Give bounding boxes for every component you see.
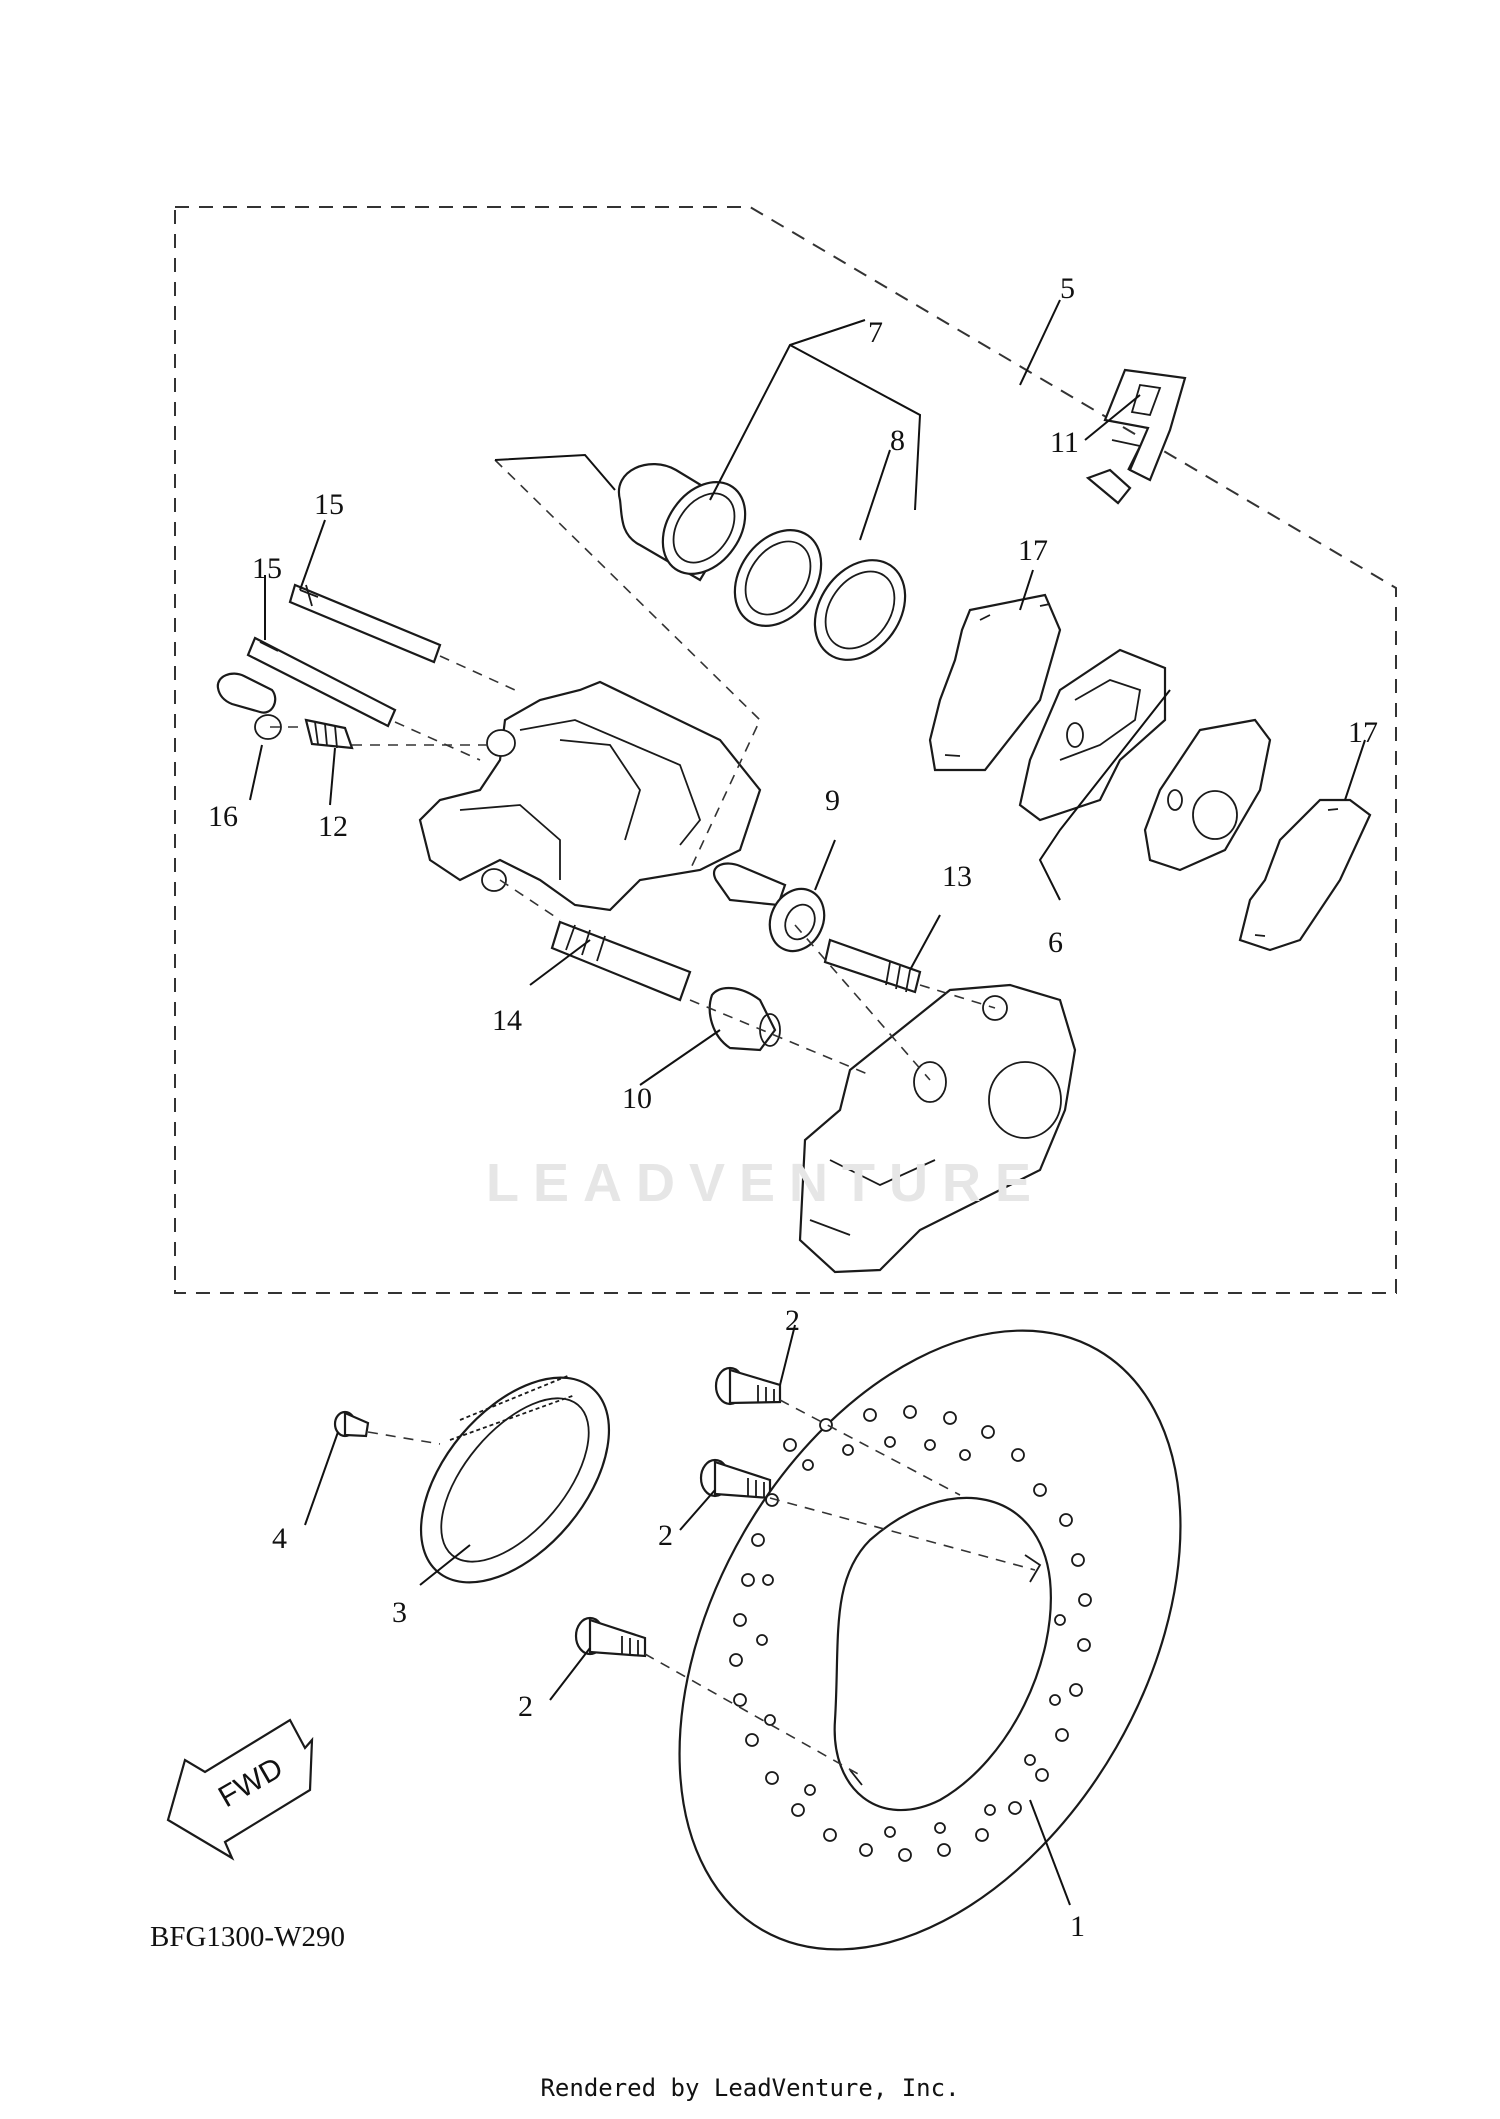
callout-17-left: 17 <box>1018 534 1048 567</box>
callout-8: 8 <box>890 424 905 457</box>
callout-2-middle: 2 <box>658 1519 673 1552</box>
part-piston[interactable] <box>617 463 762 589</box>
callout-9: 9 <box>825 784 840 817</box>
part-bolt-top[interactable] <box>714 1366 782 1406</box>
callout-3: 3 <box>392 1596 407 1629</box>
footer-credit: Rendered by LeadVenture, Inc. <box>540 2074 960 2102</box>
part-pin-short[interactable] <box>246 636 397 728</box>
callouts: 5 7 8 11 17 17 15 15 9 13 16 12 6 14 10 … <box>208 272 1378 1943</box>
part-bleed-screw[interactable] <box>304 718 354 750</box>
callout-4: 4 <box>272 1522 287 1555</box>
callout-16: 16 <box>208 800 238 833</box>
callout-13: 13 <box>942 860 972 893</box>
part-screw[interactable] <box>333 1410 370 1438</box>
callout-5: 5 <box>1060 272 1075 305</box>
callout-15-top: 15 <box>314 488 344 521</box>
part-bolt-middle[interactable] <box>699 1458 772 1500</box>
callout-10: 10 <box>622 1082 652 1115</box>
part-pin-long[interactable] <box>288 583 442 664</box>
callout-2-lower: 2 <box>518 1690 533 1723</box>
part-pad-support[interactable] <box>1085 368 1187 505</box>
callout-15-lower: 15 <box>252 552 282 585</box>
callout-7: 7 <box>868 316 883 349</box>
alignment-lines <box>270 459 1036 1776</box>
diagram-reference-code: BFG1300-W290 <box>150 1921 345 1953</box>
part-pad-shim-left[interactable] <box>928 593 1062 772</box>
part-slide-pin[interactable] <box>550 920 692 1002</box>
callout-2-top: 2 <box>785 1304 800 1337</box>
part-seal-kit[interactable] <box>717 514 924 678</box>
part-caliper-bracket[interactable] <box>798 983 1077 1274</box>
watermark-text: LEADVENTURE <box>486 1153 1046 1213</box>
callout-12: 12 <box>318 810 348 843</box>
part-caliper-body[interactable] <box>418 680 762 912</box>
part-boot-10[interactable] <box>708 987 781 1052</box>
part-brake-disc[interactable] <box>576 1242 1283 2037</box>
part-slide-pin-13[interactable] <box>823 938 922 994</box>
leader-lines <box>249 299 1366 1906</box>
part-bleed-cap[interactable] <box>216 672 282 740</box>
callout-17-right: 17 <box>1348 716 1378 749</box>
part-pad-shim-right[interactable] <box>1238 798 1372 952</box>
direction-arrow: FWD <box>166 1718 314 1861</box>
callout-14: 14 <box>492 1004 522 1037</box>
callout-11: 11 <box>1050 426 1079 459</box>
part-sensor-rotor[interactable] <box>384 1343 646 1617</box>
callout-6: 6 <box>1048 926 1063 959</box>
callout-1: 1 <box>1070 1910 1085 1943</box>
part-brake-pad-kit[interactable] <box>1018 648 1272 872</box>
part-bolt-lower[interactable] <box>574 1616 647 1658</box>
part-boot-9[interactable] <box>713 862 834 960</box>
